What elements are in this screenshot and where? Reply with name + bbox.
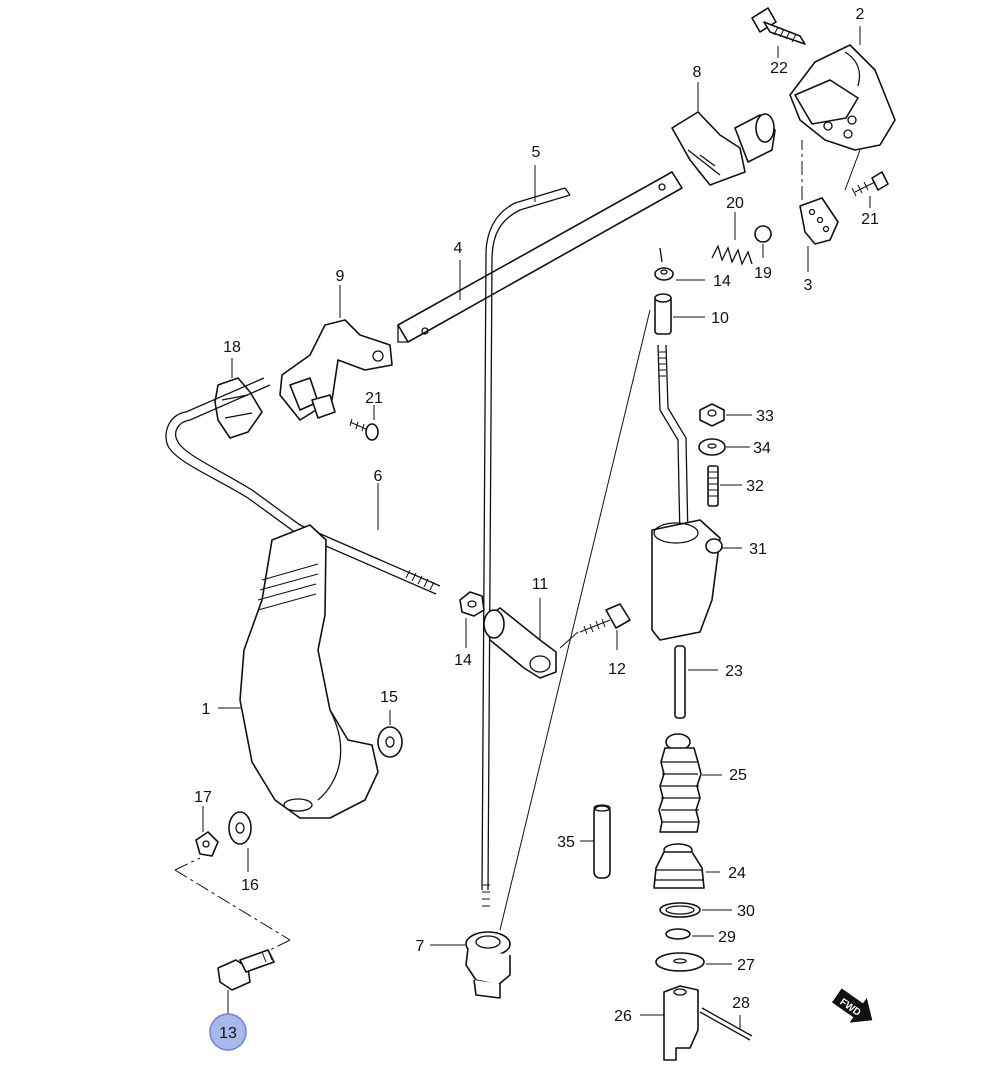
part-13-pivot-bolt <box>217 949 275 1015</box>
callout-20: 20 <box>726 195 744 212</box>
callout-15: 15 <box>380 689 398 706</box>
shift-rod <box>657 344 689 541</box>
callout-21-left: 21 <box>365 390 383 407</box>
part-29-ring <box>665 928 714 940</box>
callout-8: 8 <box>693 64 702 81</box>
callout-22: 22 <box>770 60 788 77</box>
part-17-lock-washer <box>195 806 219 857</box>
callout-3: 3 <box>804 277 813 294</box>
part-21-screw-left <box>349 405 379 441</box>
part-14-nut-lower <box>459 591 485 648</box>
callout-10: 10 <box>711 310 729 327</box>
part-24-grommet <box>653 843 720 889</box>
callout-21-right: 21 <box>861 211 879 228</box>
part-27-washer <box>655 952 732 972</box>
callout-19: 19 <box>754 265 772 282</box>
part-22-bolt <box>751 7 806 58</box>
part-35-pin <box>580 804 611 879</box>
callout-34: 34 <box>753 440 771 457</box>
callout-1: 1 <box>202 701 211 718</box>
callout-13-highlight[interactable]: 13 <box>209 1013 247 1051</box>
callout-2: 2 <box>856 6 865 23</box>
callout-31: 31 <box>749 541 767 558</box>
part-19-ball <box>754 225 772 258</box>
callout-6: 6 <box>374 468 383 485</box>
callout-5: 5 <box>532 144 541 161</box>
assembly-dashline-left <box>174 857 291 951</box>
callout-29: 29 <box>718 929 736 946</box>
part-16-washer <box>228 811 252 872</box>
callout-16: 16 <box>241 877 259 894</box>
callout-4: 4 <box>454 240 463 257</box>
fwd-direction-arrow: FWD <box>831 988 873 1023</box>
part-15-washer <box>377 710 403 758</box>
part-32-stud <box>707 465 742 507</box>
part-8-fitting <box>671 82 776 186</box>
callout-9: 9 <box>336 268 345 285</box>
callout-14-lower: 14 <box>454 652 472 669</box>
part-10-spacer <box>654 293 705 335</box>
callout-23: 23 <box>725 663 743 680</box>
callout-33: 33 <box>756 408 774 425</box>
callout-32: 32 <box>746 478 764 495</box>
callout-26: 26 <box>614 1008 632 1025</box>
callout-labels: 2 22 8 5 20 21 4 19 14 3 9 10 18 21 33 3… <box>194 6 879 1025</box>
part-6-bent-rod <box>165 377 441 595</box>
part-11-lever <box>483 598 557 679</box>
part-30-o-ring <box>659 902 732 918</box>
callout-13-circle[interactable] <box>209 1013 247 1051</box>
part-20-spring <box>711 212 753 266</box>
part-7-grommet <box>430 309 651 999</box>
callout-25: 25 <box>729 767 747 784</box>
part-28-pin <box>699 1007 753 1041</box>
part-31-housing <box>651 519 742 641</box>
callout-14-upper: 14 <box>713 273 731 290</box>
part-26-bracket <box>640 985 699 1061</box>
callout-13[interactable]: 13 <box>219 1025 237 1042</box>
callout-30: 30 <box>737 903 755 920</box>
part-1-pedal <box>218 524 379 819</box>
callout-35: 35 <box>557 834 575 851</box>
part-5-link-rod <box>481 165 571 907</box>
callout-28: 28 <box>732 995 750 1012</box>
part-2-bracket <box>789 26 896 151</box>
part-12-bolt <box>559 603 631 650</box>
part-23-rod <box>674 645 718 719</box>
part-9-bracket <box>279 285 393 421</box>
callout-11: 11 <box>532 576 549 593</box>
part-4-rod <box>397 171 683 343</box>
part-25-boot <box>658 733 722 833</box>
part-21-screw-right <box>844 149 889 208</box>
part-33-nut <box>699 403 752 427</box>
callout-18: 18 <box>223 339 241 356</box>
callout-24: 24 <box>728 865 746 882</box>
callout-7: 7 <box>416 938 425 955</box>
part-34-washer <box>698 438 750 456</box>
part-3-plate <box>799 140 839 272</box>
callout-12: 12 <box>608 661 626 678</box>
part-18-clip <box>214 358 263 439</box>
callout-17: 17 <box>194 789 212 806</box>
callout-27: 27 <box>737 957 755 974</box>
part-14-nut-upper <box>654 247 705 281</box>
